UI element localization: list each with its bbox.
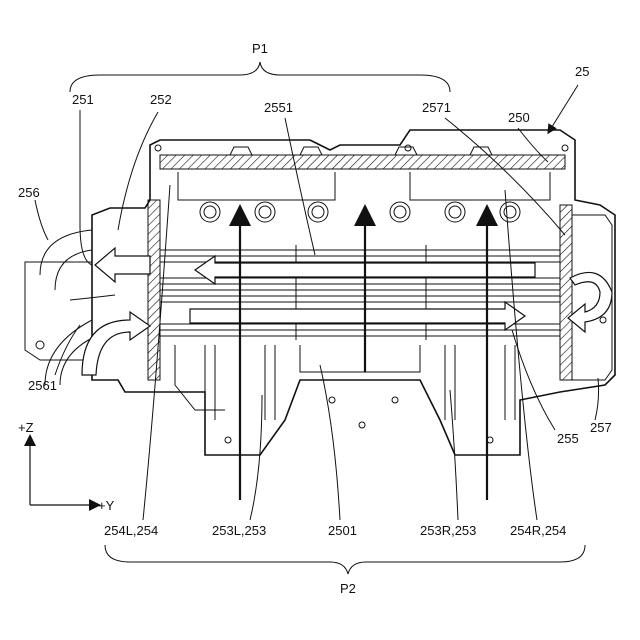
label-254L: 254L,254 [104,523,158,538]
housing [92,130,615,455]
axis-z-label: +Z [18,420,34,435]
label-255: 255 [557,431,579,446]
tube-bundle [160,245,560,340]
label-251: 251 [72,92,94,107]
left-pipes [25,230,150,385]
coordinate-axes: +Z +Y [18,420,115,513]
label-2561: 2561 [28,378,57,393]
label-2551: 2551 [264,100,293,115]
top-wall-hatch [160,155,565,169]
label-2571: 2571 [422,100,451,115]
axis-y-label: +Y [98,498,115,513]
label-2501: 2501 [328,523,357,538]
p2-bracket [105,545,585,574]
p1-bracket [70,62,450,92]
left-outlet-arrow [95,248,150,282]
label-253L: 253L,253 [212,523,266,538]
p1-label: P1 [252,41,268,56]
label-252: 252 [150,92,172,107]
label-256: 256 [18,185,40,200]
label-25: 25 [575,64,589,79]
p2-label: P2 [340,581,356,596]
label-257: 257 [590,420,612,435]
label-253R: 253R,253 [420,523,476,538]
right-tank [568,215,612,380]
label-254R: 254R,254 [510,523,566,538]
lower-ribs [175,345,515,443]
left-wall-hatch [148,200,160,380]
right-turn-arrow [568,272,612,332]
upper-chambers [178,172,550,222]
label-250: 250 [508,110,530,125]
